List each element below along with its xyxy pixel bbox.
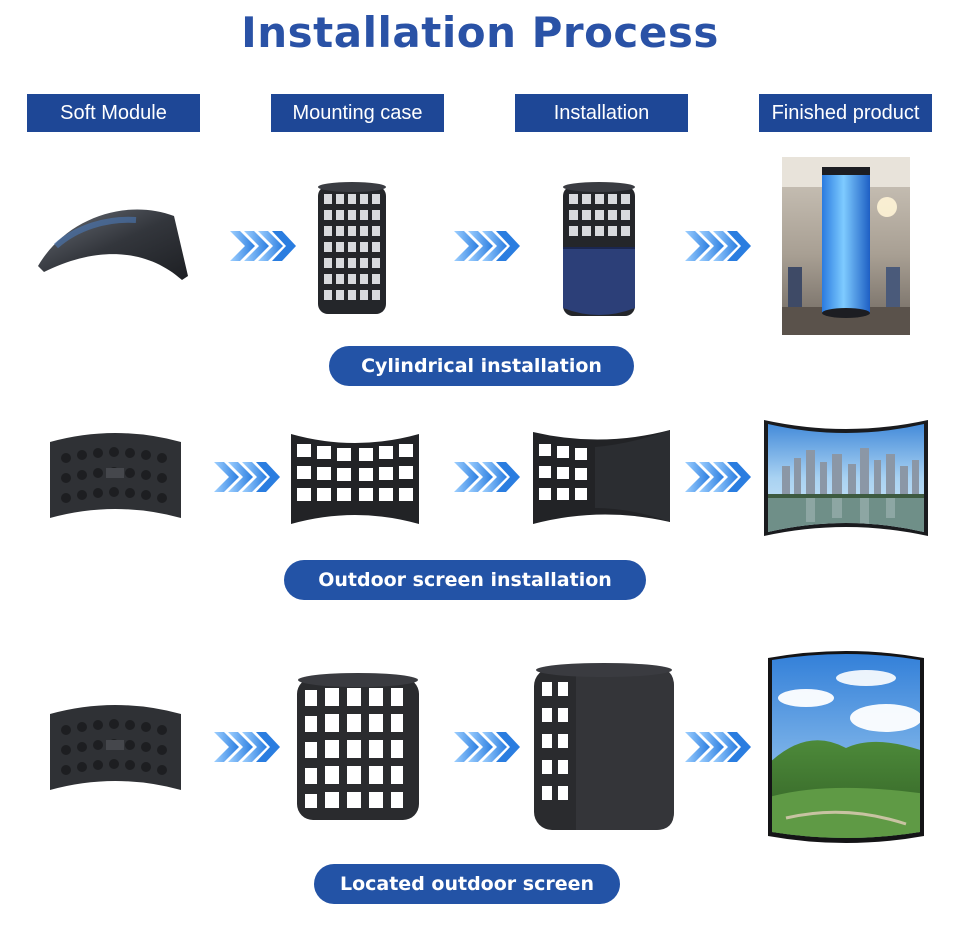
cylinder-installation-illustration [561,180,637,322]
process-arrow-icon [685,229,751,263]
soft-module-outdoor-illustration [48,700,183,798]
finished-curved-city-screen-image [764,420,928,536]
process-arrow-icon [230,229,296,263]
finished-cylinder-landscape-screen-image [766,648,926,846]
finished-led-pillar-in-mall-image [782,157,910,335]
process-arrow-icon [454,730,520,764]
cylinder-mounting-frame-illustration [316,180,388,320]
process-arrow-icon [214,730,280,764]
soft-module-flexible-illustration [36,198,191,283]
column-header-soft-module: Soft Module [27,94,200,132]
process-arrow-icon [685,460,751,494]
process-arrow-icon [454,229,520,263]
curved-screen-installation-illustration [531,428,672,528]
process-arrow-icon [214,460,280,494]
page-title: Installation Process [241,8,719,57]
curved-mounting-frame-illustration [289,430,421,528]
process-arrow-icon [454,460,520,494]
column-header-installation: Installation [515,94,688,132]
row-label-outdoor-screen-installation: Outdoor screen installation [284,560,646,600]
column-header-finished-product: Finished product [759,94,932,132]
row-label-located-outdoor-screen: Located outdoor screen [314,864,620,904]
process-arrow-icon [685,730,751,764]
row-label-cylindrical-installation: Cylindrical installation [329,346,634,386]
large-cylinder-installation-illustration [532,660,676,838]
soft-module-outdoor-illustration [48,428,183,526]
column-header-mounting-case: Mounting case [271,94,444,132]
large-cylinder-mounting-frame-illustration [295,670,421,828]
